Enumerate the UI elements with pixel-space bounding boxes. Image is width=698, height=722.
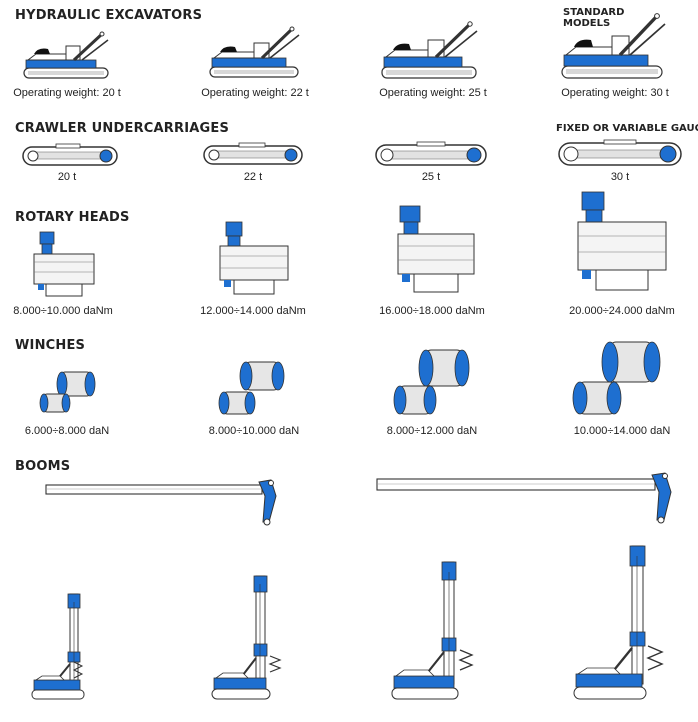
excavators-note-line1: STANDARD xyxy=(563,7,625,18)
excavators-heading: HYDRAULIC EXCAVATORS xyxy=(15,8,203,23)
winch-caption-4: 10.000÷14.000 daN xyxy=(573,425,671,437)
rotary-head-caption-1: 8.000÷10.000 daNm xyxy=(13,305,113,317)
undercarriages-heading: CRAWLER UNDERCARRIAGES xyxy=(15,121,230,136)
winch-caption-1: 6.000÷8.000 daN xyxy=(24,425,110,437)
undercarriage-caption-25t: 25 t xyxy=(421,171,441,183)
rotary-head-3-image xyxy=(397,205,475,293)
excavator-30t-image xyxy=(561,13,666,79)
winch-pair-4-image xyxy=(572,341,661,415)
rotary-head-caption-2: 12.000÷14.000 daNm xyxy=(200,305,306,317)
winch-pair-3-image xyxy=(393,349,470,415)
undercarriage-caption-22t: 22 t xyxy=(243,171,263,183)
boom-short-image xyxy=(45,479,277,526)
excavator-caption-20t: Operating weight: 20 t xyxy=(13,87,121,99)
rotary-head-1-image xyxy=(33,231,95,297)
rotary-head-caption-3: 16.000÷18.000 daNm xyxy=(379,305,485,317)
excavator-caption-22t: Operating weight: 22 t xyxy=(201,87,309,99)
excavator-caption-30t: Operating weight: 30 t xyxy=(561,87,669,99)
undercarriages-note: FIXED OR VARIABLE GAUGE xyxy=(556,123,698,134)
rotary-heads-heading: ROTARY HEADS xyxy=(15,210,130,225)
winches-heading: WINCHES xyxy=(15,338,86,353)
undercarriage-20t-image xyxy=(22,143,118,166)
excavator-20t-image xyxy=(23,31,109,79)
drilling-rig-3-image xyxy=(391,561,474,700)
winch-caption-3: 8.000÷12.000 daN xyxy=(386,425,478,437)
winch-pair-2-image xyxy=(218,361,285,415)
excavator-25t-image xyxy=(381,21,478,79)
drilling-rig-4-image xyxy=(573,545,664,700)
booms-heading: BOOMS xyxy=(15,459,71,474)
excavators-note-line2: MODELS xyxy=(563,18,611,29)
rotary-head-2-image xyxy=(219,221,289,295)
undercarriage-30t-image xyxy=(558,139,682,166)
excavator-caption-25t: Operating weight: 25 t xyxy=(379,87,487,99)
undercarriage-caption-30t: 30 t xyxy=(610,171,630,183)
rotary-head-caption-4: 20.000÷24.000 daNm xyxy=(569,305,675,317)
winch-pair-1-image xyxy=(39,371,96,413)
boom-long-image xyxy=(376,472,672,524)
excavator-22t-image xyxy=(209,26,300,78)
drilling-rig-2-image xyxy=(211,575,282,700)
winch-caption-2: 8.000÷10.000 daN xyxy=(208,425,300,437)
rotary-head-4-image xyxy=(577,191,667,291)
undercarriage-22t-image xyxy=(203,142,303,165)
undercarriage-caption-20t: 20 t xyxy=(57,171,77,183)
drilling-rig-1-image xyxy=(31,593,85,700)
undercarriage-25t-image xyxy=(375,141,487,166)
